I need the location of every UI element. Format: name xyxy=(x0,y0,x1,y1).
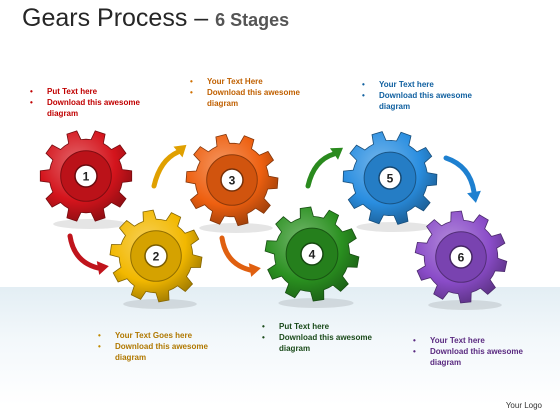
note-stage-2: Your Text Goes here Download this awesom… xyxy=(98,330,218,363)
gear-shadow xyxy=(356,222,432,232)
gear-number: 2 xyxy=(153,250,160,264)
gear-hub xyxy=(144,244,168,268)
title-sub: 6 Stages xyxy=(215,10,290,30)
note-1-line-1: Put Text here xyxy=(30,86,140,97)
gear-number: 1 xyxy=(83,170,90,184)
note-3-line-2: Download this awesome diagram xyxy=(190,87,300,109)
note-1-line-2: Download this awesome diagram xyxy=(30,97,140,119)
arrow-head-icon xyxy=(329,147,344,160)
slide-title: Gears Process – 6 Stages xyxy=(22,4,289,33)
gear-number: 3 xyxy=(229,174,236,188)
note-stage-4: Put Text here Download this awesome diag… xyxy=(262,321,372,354)
gear-shadow xyxy=(428,300,502,310)
gear-number: 5 xyxy=(387,172,394,186)
gear-shadow xyxy=(278,298,354,308)
note-3-line-1: Your Text Here xyxy=(190,76,300,87)
gear-hub xyxy=(74,164,98,188)
arrow-head-icon xyxy=(173,144,187,158)
title-main: Gears Process – xyxy=(22,4,216,32)
note-stage-6: Your Text here Download this awesome dia… xyxy=(413,335,523,368)
note-stage-1: Put Text here Download this awesome diag… xyxy=(30,86,140,119)
gear-hub xyxy=(378,166,402,190)
gear-hub xyxy=(220,168,244,192)
connector-arrow xyxy=(151,149,181,189)
connector-arrow xyxy=(443,155,477,195)
gear-shadow xyxy=(199,223,273,233)
gear-shadow xyxy=(53,219,127,229)
connector-arrow xyxy=(219,235,253,273)
note-5-line-2: Download this awesome diagram xyxy=(362,90,472,112)
gear-3: 3 xyxy=(185,133,279,227)
gear-2: 2 xyxy=(109,209,203,303)
note-2-line-2: Download this awesome diagram xyxy=(98,341,218,363)
logo-text: Your Logo xyxy=(505,401,542,410)
gear-1: 1 xyxy=(39,130,133,222)
note-4-line-1: Put Text here xyxy=(262,321,372,332)
gear-number: 4 xyxy=(309,248,316,262)
note-4-line-2: Download this awesome diagram xyxy=(262,332,372,354)
note-5-line-1: Your Text here xyxy=(362,79,472,90)
gear-5: 5 xyxy=(342,131,438,225)
note-stage-3: Your Text Here Download this awesome dia… xyxy=(190,76,300,109)
arrow-head-icon xyxy=(96,261,109,275)
gear-shadow xyxy=(123,299,197,309)
gear-hub xyxy=(300,242,324,266)
gear-6: 6 xyxy=(414,210,508,304)
note-stage-5: Your Text here Download this awesome dia… xyxy=(362,79,472,112)
arrow-head-icon xyxy=(467,190,481,203)
connector-arrow xyxy=(67,233,101,271)
connector-arrow xyxy=(305,151,337,189)
gear-number: 6 xyxy=(458,251,465,265)
gear-hub xyxy=(449,245,473,269)
note-6-line-2: Download this awesome diagram xyxy=(413,346,523,368)
note-2-line-1: Your Text Goes here xyxy=(98,330,218,341)
arrow-head-icon xyxy=(248,263,261,277)
note-6-line-1: Your Text here xyxy=(413,335,523,346)
gear-4: 4 xyxy=(264,206,360,302)
